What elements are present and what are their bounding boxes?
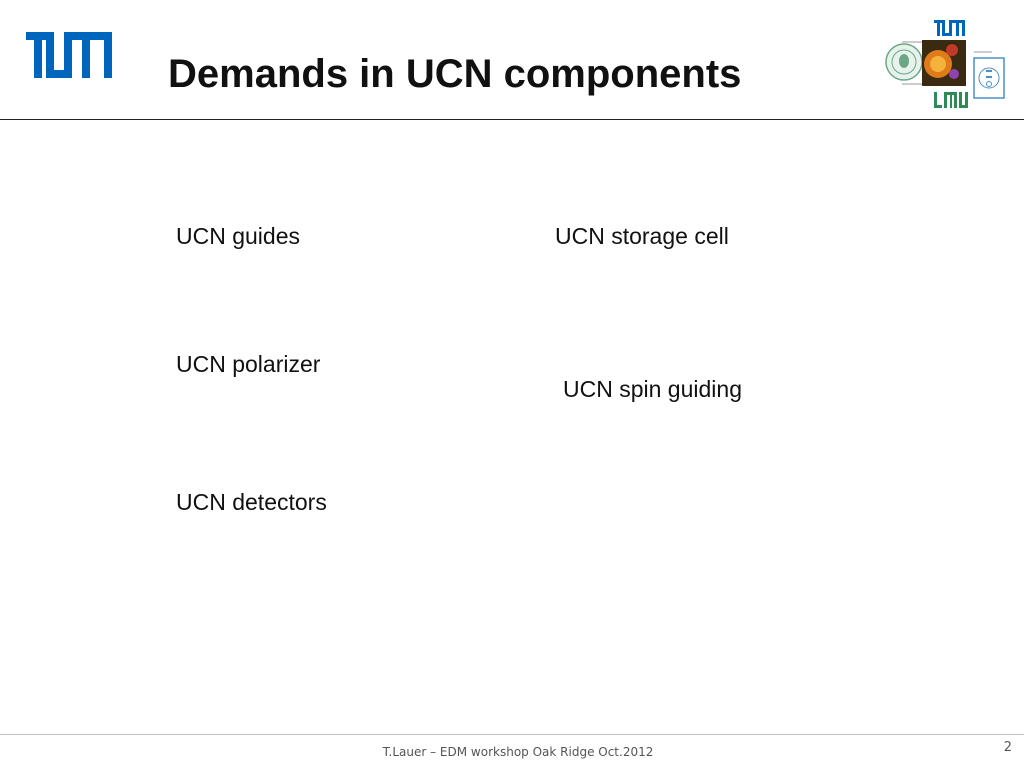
footer-text: T.Lauer – EDM workshop Oak Ridge Oct.201…	[382, 745, 654, 759]
item-ucn-detectors: UCN detectors	[176, 489, 327, 515]
item-ucn-storage-cell: UCN storage cell	[555, 223, 729, 249]
slide-title: Demands in UCN components	[168, 52, 742, 96]
item-ucn-spin-guiding: UCN spin guiding	[563, 376, 742, 402]
item-ucn-guides: UCN guides	[176, 223, 300, 249]
page-number: 2	[1003, 740, 1012, 755]
item-ucn-polarizer: UCN polarizer	[176, 351, 321, 377]
footer-divider	[0, 734, 1024, 735]
tum-logo	[26, 32, 112, 78]
title-divider	[0, 119, 1024, 120]
tum-lmu-excellence-cluster-logo	[885, 20, 1005, 108]
